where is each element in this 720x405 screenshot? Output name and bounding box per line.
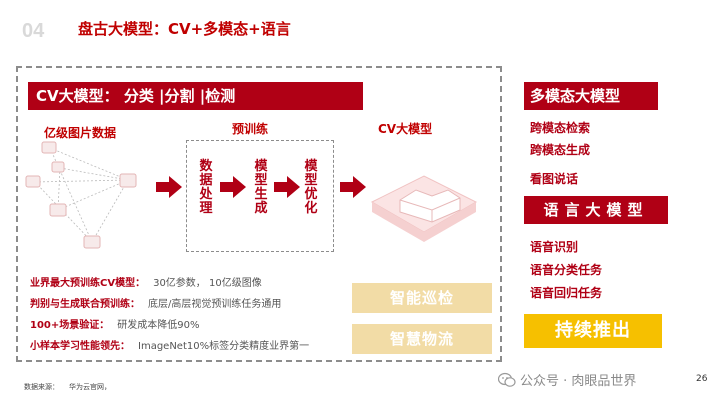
continue-launch-banner: 持续推出 <box>524 314 662 348</box>
stat-value: 30亿参数， 10亿级图像 <box>153 278 262 289</box>
step-data-processing: 数据处理 <box>199 159 213 216</box>
stat-row: 业界最大预训练CV模型： 30亿参数， 10亿级图像 <box>30 274 262 289</box>
wechat-icon <box>498 372 516 387</box>
arrow-right-icon <box>156 176 182 198</box>
stat-value: ImageNet10%标签分类精度业界第一 <box>138 341 310 352</box>
stat-row: 小样本学习性能领先： ImageNet10%标签分类精度业界第一 <box>30 337 309 352</box>
multimodal-item: 跨模态生成 <box>530 143 591 157</box>
language-model-bar: 语言大模型 <box>524 196 668 224</box>
stat-key: 业界最大预训练CV模型： <box>30 278 146 289</box>
image-data-network <box>25 141 137 249</box>
watermark: 公众号 · 肉眼品世界 <box>498 370 636 389</box>
language-item: 语音识别 <box>530 240 579 254</box>
stat-value: 底层/高层视觉预训练任务通用 <box>148 299 282 310</box>
multimodal-item: 看图说话 <box>530 172 579 186</box>
page-title: 盘古大模型：CV+多模态+语言 <box>78 20 291 38</box>
stat-value: 研发成本降低90% <box>117 320 200 331</box>
stat-key: 100+场景验证： <box>30 320 110 331</box>
stat-key: 判别与生成联合预训练： <box>30 299 140 310</box>
arrow-right-icon <box>274 176 300 198</box>
language-item: 语音回归任务 <box>530 286 603 300</box>
source-key: 数据来源： <box>24 383 59 391</box>
language-item: 语音分类任务 <box>530 263 603 277</box>
app-smart-inspection: 智能巡检 <box>352 283 492 313</box>
multimodal-item: 跨模态检索 <box>530 121 591 135</box>
app-smart-logistics: 智慧物流 <box>352 324 492 354</box>
image-data-heading: 亿级图片数据 <box>44 126 117 140</box>
stat-row: 判别与生成联合预训练： 底层/高层视觉预训练任务通用 <box>30 295 281 310</box>
arrow-right-icon <box>340 176 366 198</box>
stat-row: 100+场景验证： 研发成本降低90% <box>30 316 200 331</box>
cv-model-heading: CV大模型 <box>378 122 433 136</box>
cv-model-bar: CV大模型： 分类 |分割 |检测 <box>28 82 363 110</box>
slide-number: 26 <box>696 374 708 384</box>
watermark-text: 公众号 · 肉眼品世界 <box>520 374 637 389</box>
cv-section-frame <box>16 66 502 362</box>
multimodal-model-bar: 多模态大模型 <box>524 82 658 110</box>
step-model-generation: 模型生成 <box>254 159 268 216</box>
pretrain-frame <box>186 140 334 252</box>
arrow-right-icon <box>220 176 246 198</box>
image-node-icon <box>25 141 137 249</box>
cube-model-icon <box>370 175 478 242</box>
step-model-optimization: 模型优化 <box>304 159 318 216</box>
pretrain-heading: 预训练 <box>232 122 269 136</box>
page-number: 04 <box>22 20 45 42</box>
data-source: 数据来源： 华为云官网， <box>24 382 111 392</box>
stat-key: 小样本学习性能领先： <box>30 341 130 352</box>
source-value: 华为云官网， <box>69 383 111 391</box>
